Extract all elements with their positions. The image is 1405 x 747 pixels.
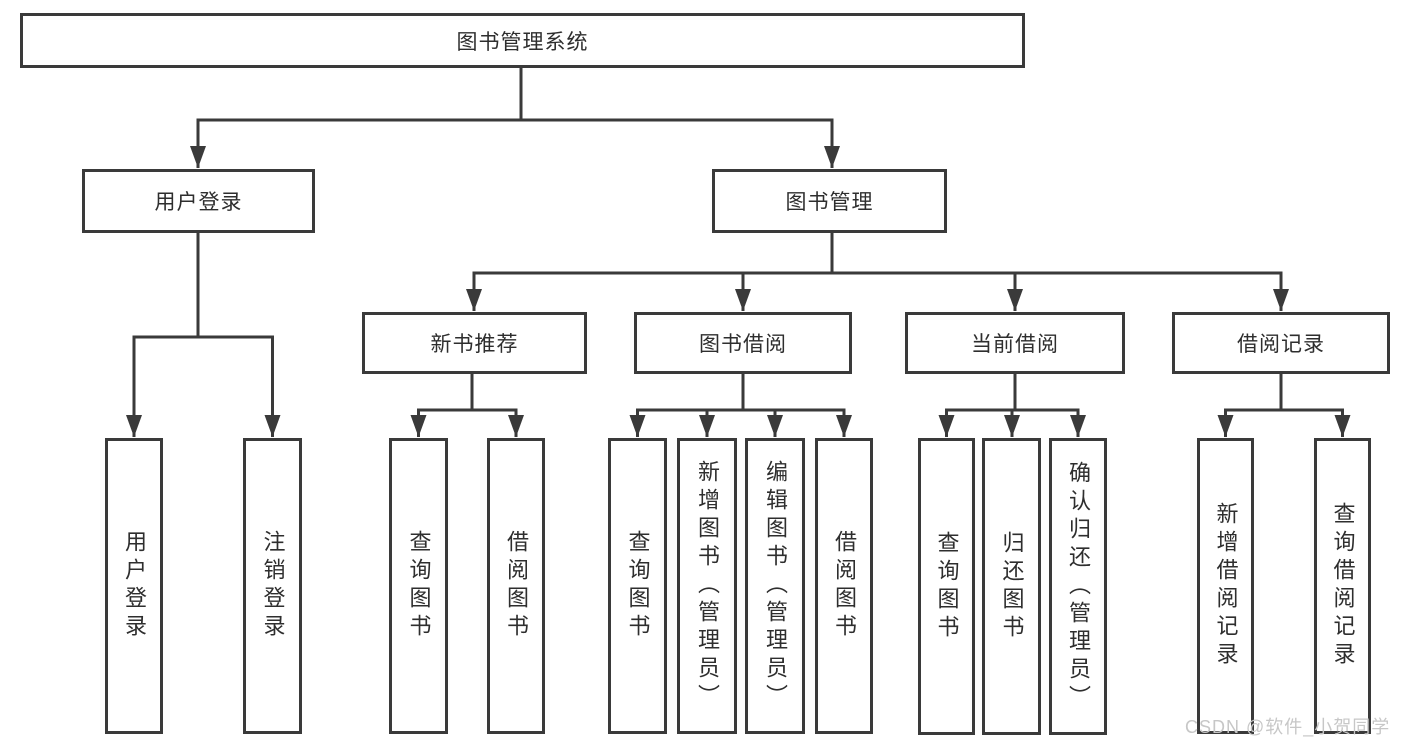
node-borrow-books-leaf: 借阅图书 <box>815 438 873 734</box>
node-query-books-current: 查询图书 <box>918 438 975 735</box>
node-book-management-branch: 图书管理 <box>712 169 947 233</box>
node-book-borrowing: 图书借阅 <box>634 312 852 374</box>
node-add-borrow-record: 新增借阅记录 <box>1197 438 1254 734</box>
node-root-library-system: 图书管理系统 <box>20 13 1025 68</box>
node-new-book-recommend: 新书推荐 <box>362 312 587 374</box>
node-query-books-recommend: 查询图书 <box>389 438 448 734</box>
node-user-login-branch: 用户登录 <box>82 169 315 233</box>
node-query-borrow-record: 查询借阅记录 <box>1314 438 1371 734</box>
node-edit-book-admin: 编辑图书（管理员） <box>745 438 805 734</box>
node-query-books-borrowing: 查询图书 <box>608 438 667 734</box>
node-logout-leaf: 注销登录 <box>243 438 302 734</box>
node-return-books: 归还图书 <box>982 438 1041 735</box>
node-add-book-admin: 新增图书（管理员） <box>677 438 737 734</box>
csdn-watermark: CSDN @软件_小贺同学 <box>1185 717 1391 737</box>
node-borrow-books-recommend: 借阅图书 <box>487 438 545 734</box>
node-borrowing-records: 借阅记录 <box>1172 312 1390 374</box>
node-user-login-leaf: 用户登录 <box>105 438 163 734</box>
node-current-borrowing: 当前借阅 <box>905 312 1125 374</box>
node-confirm-return-admin: 确认归还（管理员） <box>1049 438 1107 735</box>
